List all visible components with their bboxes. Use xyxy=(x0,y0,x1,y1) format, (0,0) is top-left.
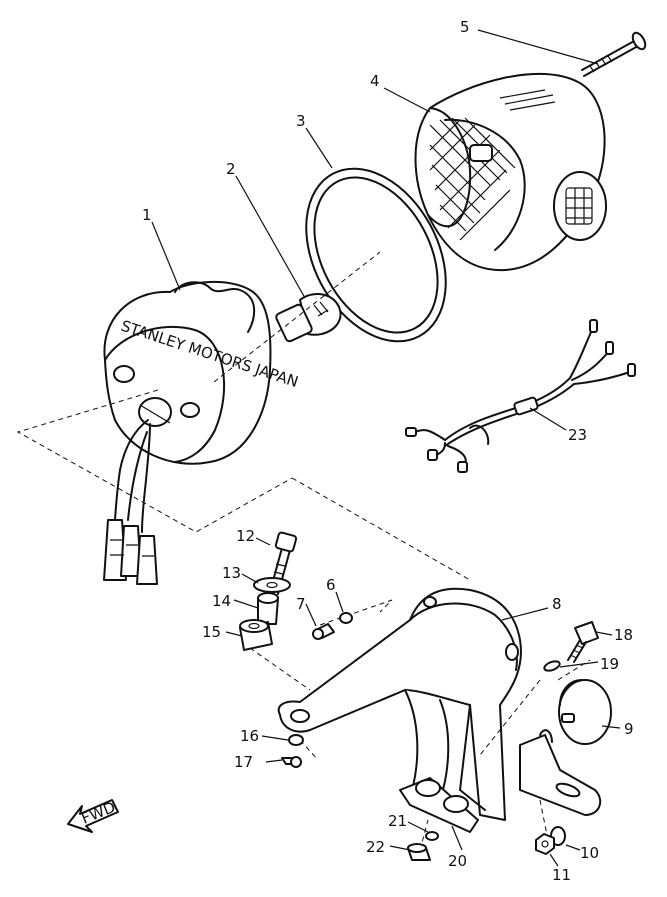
label-18: 18 xyxy=(614,626,633,644)
plate-20 xyxy=(399,777,479,833)
label-2: 2 xyxy=(226,160,236,178)
reflector-9 xyxy=(558,679,612,745)
label-20: 20 xyxy=(448,852,467,870)
bolt-18 xyxy=(567,621,599,663)
fwd-label: FWD xyxy=(79,798,118,828)
alignment-lines-lower xyxy=(249,599,591,851)
screw-5 xyxy=(581,31,647,77)
washer-6 xyxy=(339,612,353,624)
fwd-arrow-icon: FWD xyxy=(67,798,119,833)
label-1: 1 xyxy=(142,206,152,224)
label-13: 13 xyxy=(222,564,241,582)
label-15: 15 xyxy=(202,623,221,641)
wire-harness-23 xyxy=(405,319,636,473)
label-19: 19 xyxy=(600,655,619,673)
washer-16 xyxy=(288,734,304,746)
washer-19 xyxy=(543,660,561,672)
lens-housing-4 xyxy=(414,72,607,272)
label-8: 8 xyxy=(552,595,562,613)
label-21: 21 xyxy=(388,812,407,830)
label-6: 6 xyxy=(326,576,336,594)
nut-21 xyxy=(425,831,439,841)
label-4: 4 xyxy=(370,72,380,90)
cushion-15 xyxy=(239,619,273,651)
label-11: 11 xyxy=(552,866,571,884)
label-17: 17 xyxy=(234,753,253,771)
screw-7 xyxy=(312,623,335,640)
leader-lines xyxy=(151,29,621,867)
bracket-8 xyxy=(277,587,602,821)
collar-14 xyxy=(257,592,279,625)
bulb-2 xyxy=(275,293,342,343)
part-labels: 1 2 3 4 5 6 7 8 9 10 11 12 13 14 15 16 1… xyxy=(142,18,634,884)
alignment-lines-upper xyxy=(16,251,471,581)
lamp-body-1: STANLEY MOTORS JAPAN xyxy=(103,281,300,465)
lamp-wires xyxy=(103,419,158,585)
nut-11 xyxy=(535,833,555,855)
label-16: 16 xyxy=(240,727,259,745)
screw-17 xyxy=(281,756,302,768)
label-9: 9 xyxy=(624,720,634,738)
label-10: 10 xyxy=(580,844,599,862)
label-3: 3 xyxy=(296,112,306,130)
label-7: 7 xyxy=(296,595,306,613)
label-22: 22 xyxy=(366,838,385,856)
label-14: 14 xyxy=(212,592,231,610)
nut-22 xyxy=(407,843,431,861)
label-12: 12 xyxy=(236,527,255,545)
gasket-3 xyxy=(305,167,447,343)
label-23: 23 xyxy=(568,426,587,444)
label-5: 5 xyxy=(460,18,470,36)
washer-13 xyxy=(253,577,291,593)
